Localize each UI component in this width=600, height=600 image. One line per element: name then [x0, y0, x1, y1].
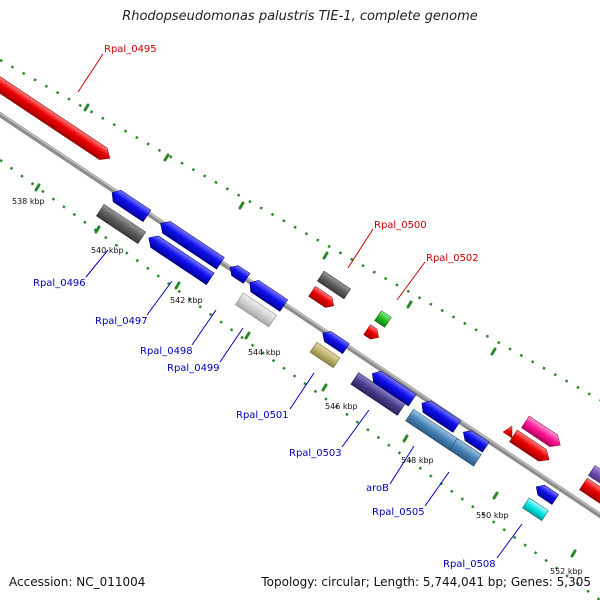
label-rpal-0505: Rpal_0505: [372, 507, 425, 518]
inner-dotted-track: [0, 158, 600, 600]
feature-blue-small[interactable]: [227, 262, 251, 284]
major-ticks: [34, 183, 577, 558]
label-rpal-0500: Rpal_0500: [374, 220, 427, 231]
leader-rpal-0496: [85, 249, 109, 278]
feature-rpal-0501[interactable]: [309, 341, 341, 369]
tick-mark: [492, 491, 499, 500]
leader-rpal-0497: [146, 280, 173, 316]
label-aroB: aroB: [366, 483, 389, 494]
tick-mark: [402, 434, 409, 443]
accession-text: Accession: NC_011004: [9, 575, 146, 589]
label-rpal-0503: Rpal_0503: [289, 448, 342, 459]
outer-ticks: [83, 103, 497, 356]
feature-rpal-0505[interactable]: [449, 438, 482, 467]
feature-rpal-0498[interactable]: [246, 277, 289, 312]
tick-label: 552 kbp: [550, 567, 583, 576]
feature-pink-gene[interactable]: [521, 415, 564, 451]
label-rpal-0501: Rpal_0501: [236, 410, 289, 421]
feature-blue-top[interactable]: [108, 187, 152, 223]
tick-mark: [174, 281, 181, 290]
label-rpal-0497: Rpal_0497: [95, 316, 148, 327]
tick-label: 542 kbp: [170, 296, 203, 305]
tick-mark: [321, 383, 328, 392]
feature-rpal-0503[interactable]: [350, 372, 406, 416]
feature-rpal-0502[interactable]: [374, 310, 392, 328]
feature-blue-aroB-upper[interactable]: [418, 397, 462, 433]
feature-rpal-0508[interactable]: [522, 497, 549, 521]
leader-rpal-0505: [424, 471, 450, 507]
feature-red-right[interactable]: [509, 429, 553, 466]
feature-rpal-0500[interactable]: [317, 270, 351, 300]
feature-red-edge[interactable]: [579, 477, 600, 508]
leader-rpal-0508: [496, 523, 523, 559]
tick-mark: [244, 331, 251, 340]
leader-rpal-0498: [191, 309, 217, 346]
feature-blue-long-upper[interactable]: [157, 218, 225, 270]
label-rpal-0498: Rpal_0498: [140, 346, 193, 357]
feature-purple-edge[interactable]: [588, 465, 600, 488]
genome-summary-text: Topology: circular; Length: 5,744,041 bp…: [261, 575, 591, 589]
tick-label: 538 kbp: [12, 197, 45, 206]
label-rpal-0496: Rpal_0496: [33, 278, 86, 289]
label-rpal-0508: Rpal_0508: [443, 559, 496, 570]
leader-rpal-0503: [341, 409, 370, 448]
feature-blue-0508-upper[interactable]: [533, 482, 559, 505]
label-rpal-0499: Rpal_0499: [167, 363, 220, 374]
leader-rpal-0501: [289, 372, 315, 410]
feature-blue-0501-top[interactable]: [319, 328, 350, 354]
tick-label: 540 kbp: [91, 246, 124, 255]
tick-mark: [490, 347, 497, 356]
leader-rpal-0499: [219, 327, 244, 363]
feature-small-red[interactable]: [363, 324, 382, 343]
feature-rpal-0495[interactable]: [0, 74, 114, 164]
tick-mark: [163, 153, 170, 162]
genome-backbone: [0, 111, 600, 519]
leader-rpal-0500: [347, 228, 374, 269]
tick-label: 550 kbp: [476, 511, 509, 520]
tick-label: 546 kbp: [325, 402, 358, 411]
tick-mark: [322, 251, 329, 260]
leader-rpal-0495: [77, 53, 104, 93]
tick-mark: [238, 201, 245, 210]
feature-rpal-0499[interactable]: [235, 292, 277, 328]
feature-red-small-left[interactable]: [502, 425, 513, 439]
tick-label: 544 kbp: [248, 348, 281, 357]
tick-mark: [94, 225, 101, 234]
tick-mark: [406, 300, 413, 309]
feature-rpal-0500-arrow[interactable]: [308, 286, 337, 310]
label-rpal-0502: Rpal_0502: [426, 253, 479, 264]
feature-rpal-0496[interactable]: [95, 203, 147, 245]
label-rpal-0495: Rpal_0495: [104, 44, 157, 55]
tick-mark: [570, 549, 577, 558]
outer-dotted-track: [0, 58, 600, 402]
backbone-highlight: [0, 112, 600, 515]
tick-label: 548 kbp: [401, 456, 434, 465]
leader-rpal-0502: [396, 261, 426, 301]
genome-title: Rhodopseudomonas palustris TIE-1, comple…: [122, 9, 478, 24]
leader-aroB: [389, 445, 415, 485]
tick-mark: [34, 183, 41, 192]
feature-blue-0505-upper[interactable]: [460, 427, 490, 453]
feature-rpal-0497[interactable]: [145, 232, 215, 286]
tick-mark: [83, 103, 90, 112]
